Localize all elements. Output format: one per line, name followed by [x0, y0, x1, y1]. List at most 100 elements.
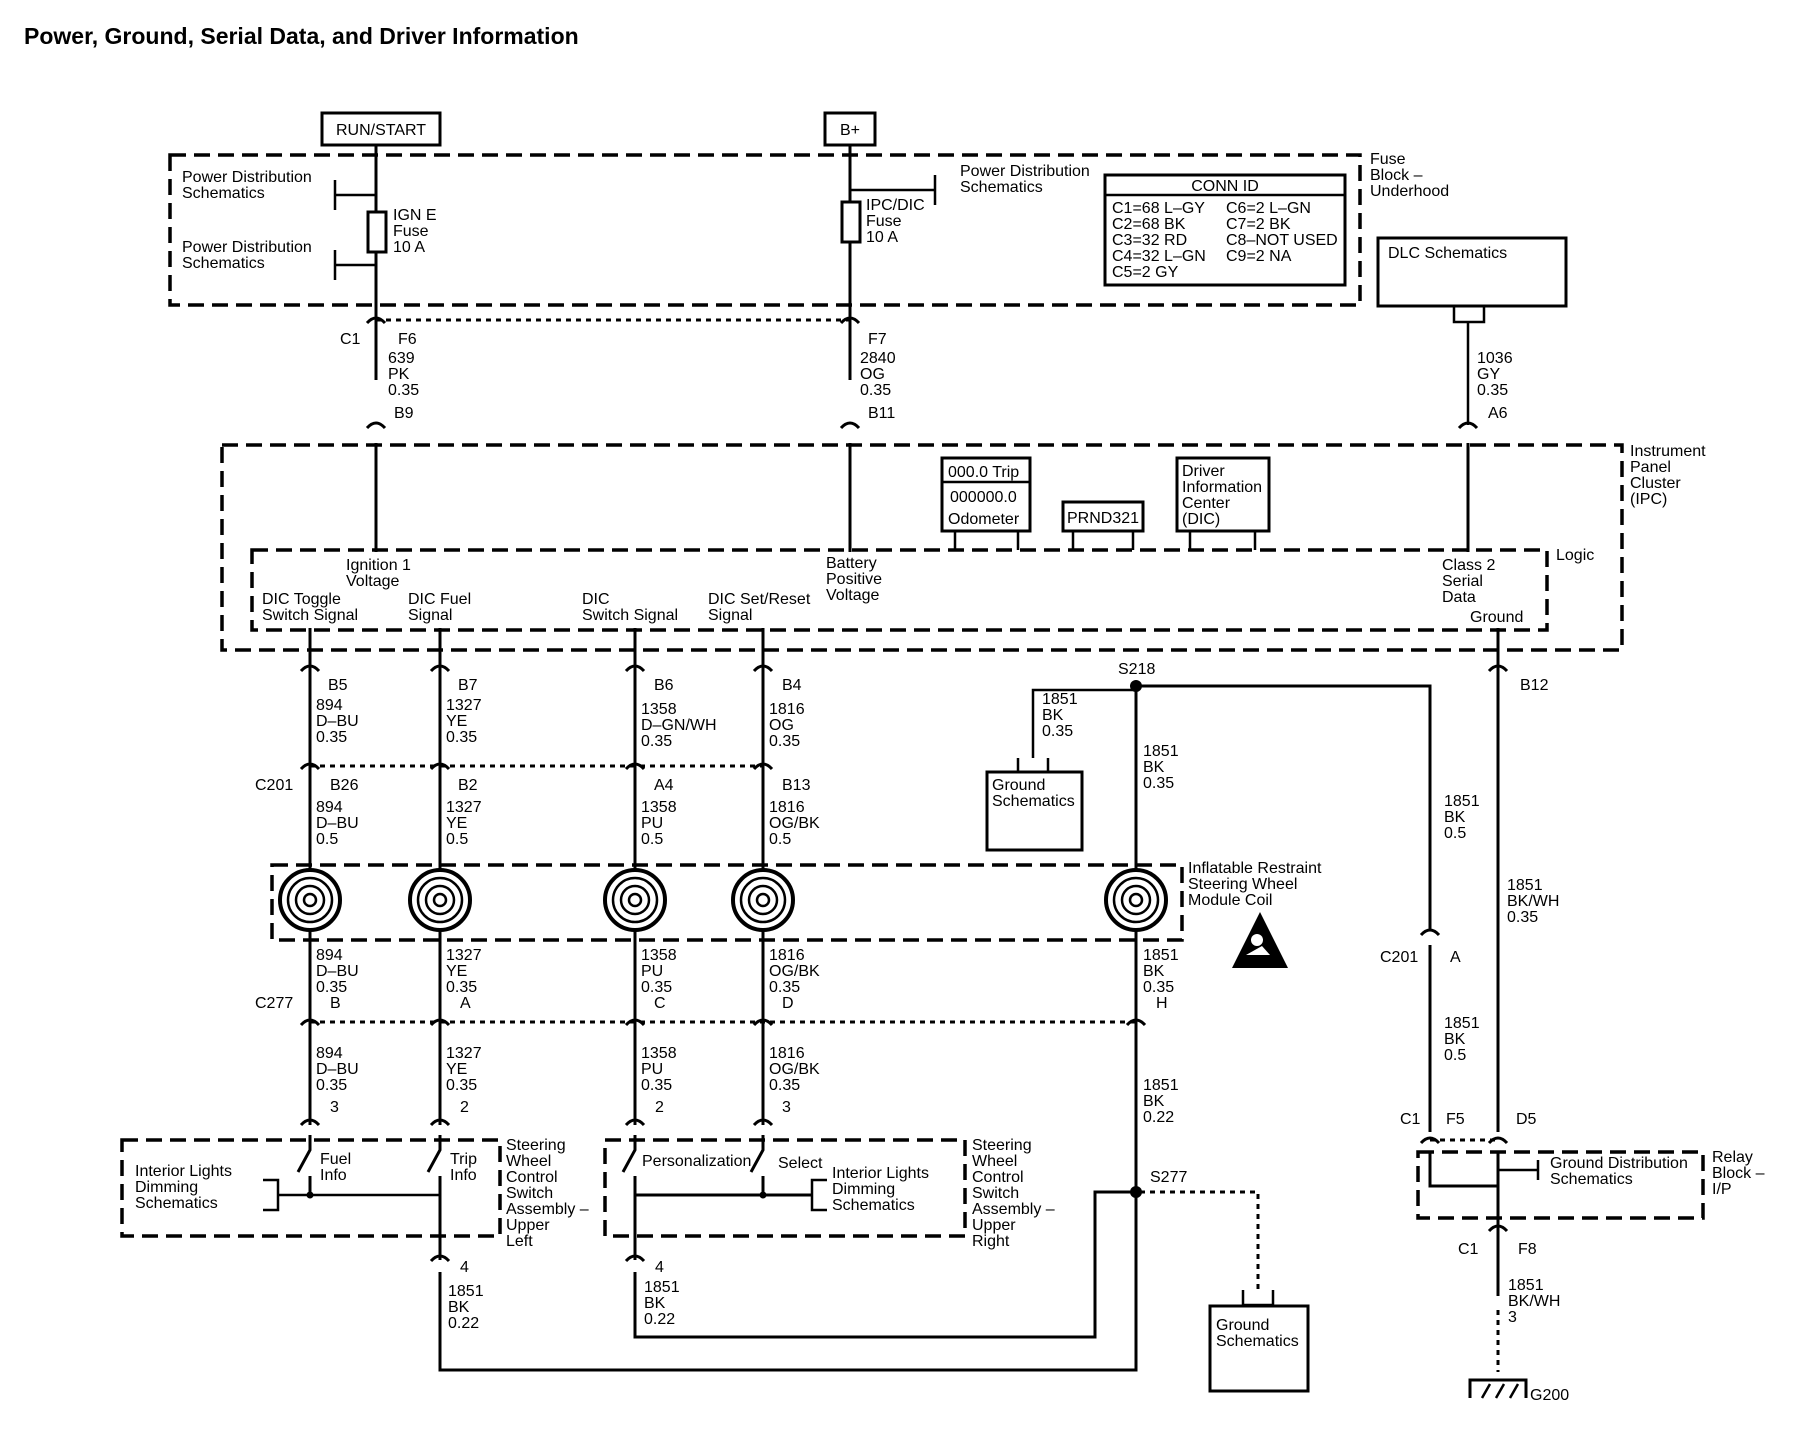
swc-upper-right-box: [603, 1138, 967, 1238]
odometer-display: [940, 456, 1032, 533]
c277-label: C277: [255, 995, 293, 1012]
coil-1327: [408, 868, 472, 932]
g200-label: G200: [1530, 1387, 1569, 1404]
b-plus-label: B+: [840, 122, 860, 139]
pin-c277-c: C: [654, 995, 666, 1012]
pin-c277-d: D: [782, 995, 794, 1012]
pin-2-left: 2: [460, 1099, 469, 1116]
relay-block-ip: [1416, 1150, 1705, 1220]
c1-bottom-label: C1: [1458, 1241, 1479, 1258]
pin-c277-b: B: [330, 995, 341, 1012]
f7-label: F7: [868, 331, 887, 348]
pin-b26: B26: [330, 777, 359, 794]
pin-a4: A4: [654, 777, 674, 794]
f5-label: F5: [1446, 1111, 1465, 1128]
a6-label: A6: [1488, 405, 1508, 422]
coil-box: [270, 863, 1184, 942]
run-start-label: RUN/START: [336, 122, 426, 139]
c201-label: C201: [255, 777, 293, 794]
pin-2-right: 2: [655, 1099, 664, 1116]
logic-label: Logic: [1556, 547, 1594, 564]
diagram-title: Power, Ground, Serial Data, and Driver I…: [24, 23, 579, 49]
b11-label: B11: [868, 405, 895, 422]
pin-b7: B7: [458, 677, 478, 694]
pin-4-left: 4: [460, 1259, 469, 1276]
pin-3-right: 3: [782, 1099, 791, 1116]
run-start-box: [320, 111, 442, 147]
b9-label: B9: [394, 405, 414, 422]
pin-b13: B13: [782, 777, 811, 794]
d5-label: D5: [1516, 1111, 1537, 1128]
pin-3-left: 3: [330, 1099, 339, 1116]
c201-label-right: C201: [1380, 949, 1418, 966]
pin-b2: B2: [458, 777, 478, 794]
pin-b6: B6: [654, 677, 674, 694]
pin-b4: B4: [782, 677, 802, 694]
personalization-switch: [621, 1135, 637, 1260]
select-switch: [749, 1135, 765, 1195]
fuel-info-switch: [296, 1135, 312, 1195]
fuse-block-underhood: [168, 153, 1362, 307]
trip-info-switch: [426, 1135, 442, 1260]
coil-894: [278, 868, 342, 932]
odometer-value: 000000.0: [950, 489, 1017, 506]
pin-a-c201: A: [1450, 949, 1461, 966]
trip-label: 000.0 Trip: [948, 464, 1019, 481]
personalization-label: Personalization: [642, 1153, 751, 1170]
dic-display: [1175, 456, 1271, 533]
f6-label: F6: [398, 331, 417, 348]
instrument-panel-cluster: [220, 443, 1624, 652]
f8-label: F8: [1518, 1241, 1537, 1258]
c1-label: C1: [340, 331, 361, 348]
pin-c277-a: A: [460, 995, 471, 1012]
s218-label: S218: [1118, 661, 1155, 678]
ipc-logic: [250, 548, 1549, 632]
pin-4-right: 4: [655, 1259, 664, 1276]
dlc-schematics-box: [1376, 236, 1568, 308]
ipc-dic-fuse: [840, 200, 862, 244]
coil-1851: [1104, 868, 1168, 932]
